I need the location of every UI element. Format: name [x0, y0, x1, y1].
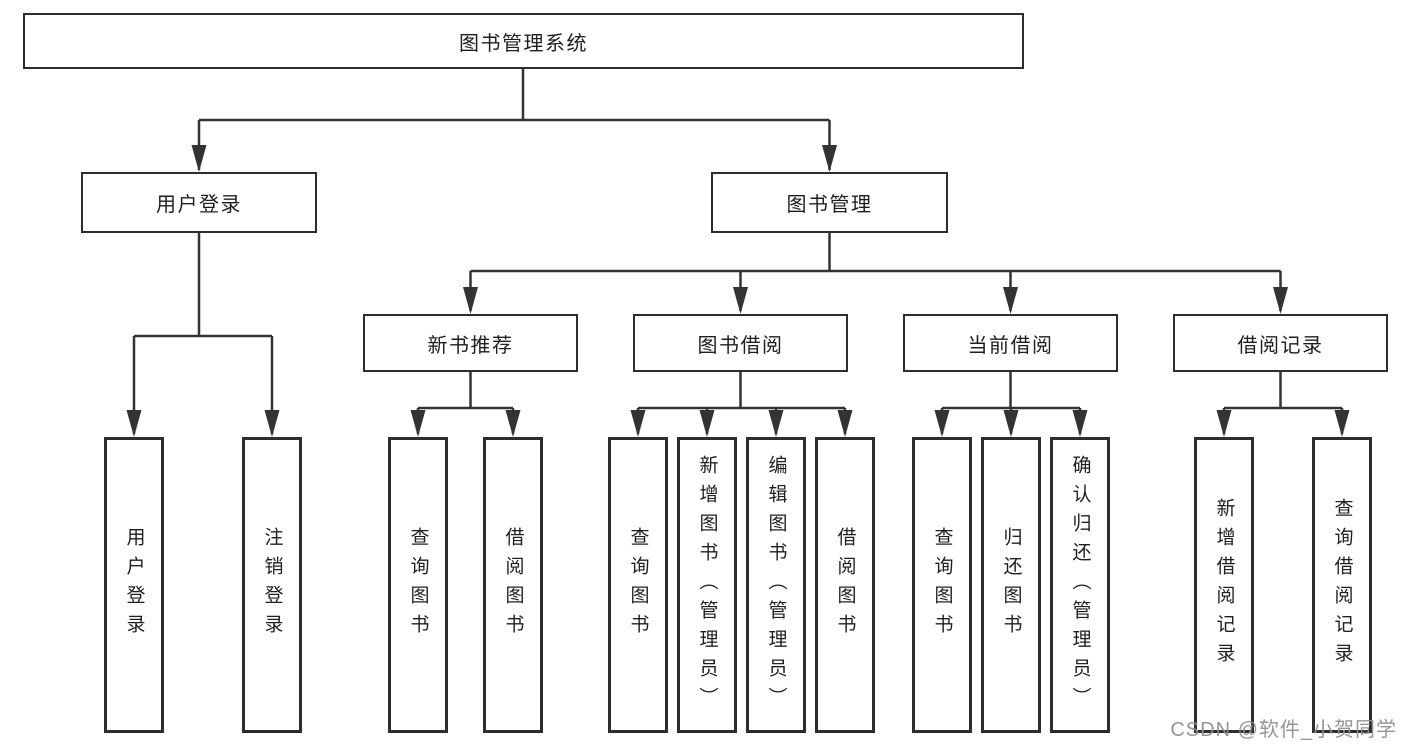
leaf-query-books-recommend: 查询图书 — [388, 437, 448, 733]
watermark: CSDN @软件_小贺同学 — [1170, 719, 1397, 741]
connector-book-mgmt-to-level3 — [469, 233, 1282, 311]
node-current-borrowing: 当前借阅 — [903, 314, 1118, 372]
connector-book-borrow-to-leaves — [636, 372, 847, 434]
node-book-management: 图书管理 — [711, 172, 948, 233]
leaf-query-books-borrow: 查询图书 — [608, 437, 668, 733]
leaf-add-book-admin: 新增图书（管理员） — [677, 437, 737, 733]
leaf-borrow-books: 借阅图书 — [815, 437, 875, 733]
leaf-add-borrow-record: 新增借阅记录 — [1194, 437, 1254, 733]
leaf-borrow-books-recommend: 借阅图书 — [483, 437, 543, 733]
node-user-login: 用户登录 — [81, 172, 317, 233]
leaf-edit-book-admin: 编辑图书（管理员） — [746, 437, 806, 733]
leaf-query-books-current: 查询图书 — [912, 437, 972, 733]
leaf-user-login: 用户登录 — [104, 437, 164, 733]
leaf-confirm-return-admin: 确认归还（管理员） — [1050, 437, 1110, 733]
node-book-borrowing: 图书借阅 — [633, 314, 848, 372]
leaf-logout: 注销登录 — [242, 437, 302, 733]
connector-root-to-level2 — [197, 68, 831, 170]
node-new-book-recommend: 新书推荐 — [363, 314, 578, 372]
arrowheads — [126, 145, 1350, 437]
node-borrowing-records: 借阅记录 — [1173, 314, 1388, 372]
node-root: 图书管理系统 — [23, 13, 1024, 69]
connector-new-book-to-leaves — [416, 372, 515, 434]
leaf-return-book: 归还图书 — [981, 437, 1041, 733]
connector-user-login-to-leaves — [132, 233, 274, 434]
connector-borrow-records-to-leaves — [1222, 372, 1344, 434]
leaf-query-borrow-record: 查询借阅记录 — [1312, 437, 1372, 733]
